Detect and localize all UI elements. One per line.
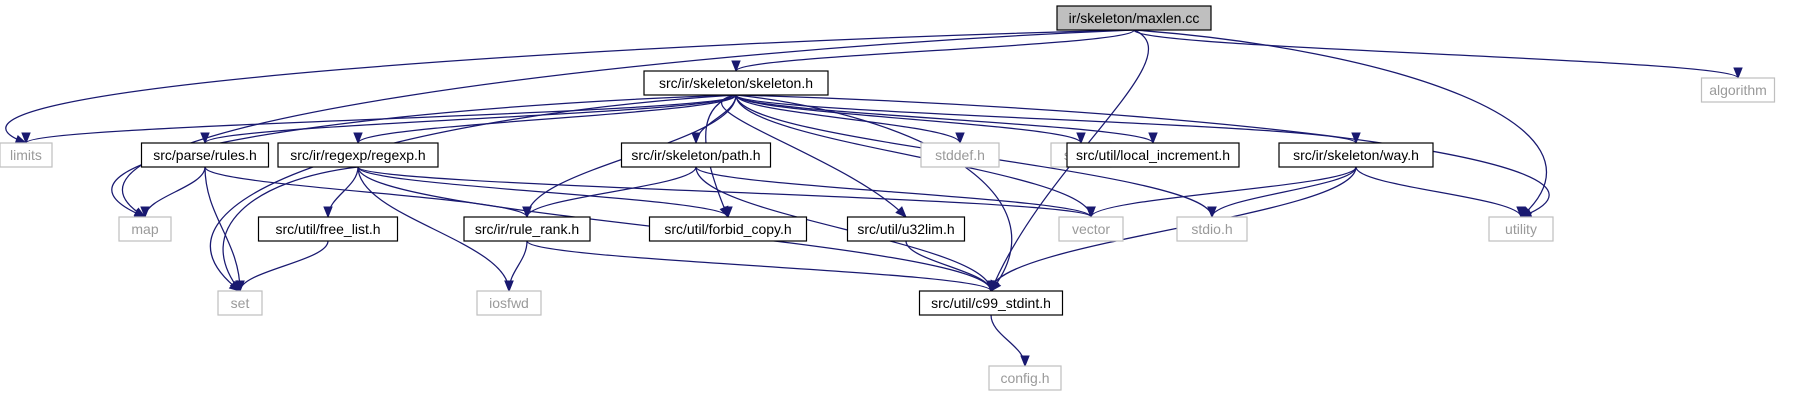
- node-forbid-copy-h[interactable]: src/util/forbid_copy.h: [648, 216, 808, 242]
- edge-u32lim-h-to-c99-stdint-h: [905, 240, 996, 293]
- edge-skeleton-h-to-regexp-h: [353, 94, 737, 145]
- node-rule-rank-h-label: src/ir/rule_rank.h: [475, 221, 579, 237]
- node-c99-stdint-h[interactable]: src/util/c99_stdint.h: [918, 290, 1064, 316]
- node-u32lim-h-label: src/util/u32lim.h: [857, 221, 954, 237]
- node-utility: utility: [1488, 216, 1554, 242]
- node-stddef-h-label: stddef.h: [935, 147, 985, 163]
- edge-regexp-h-to-forbid-copy-h: [357, 166, 733, 219]
- edge-rules-h-to-map: [140, 166, 206, 219]
- node-forbid-copy-h-label: src/util/forbid_copy.h: [664, 221, 791, 237]
- edge-skeleton-h-to-u32lim-h: [720, 94, 907, 218]
- edge-skeleton-h-to-vector: [735, 94, 1096, 219]
- node-vector: vector: [1058, 216, 1124, 242]
- node-iosfwd-label: iosfwd: [489, 295, 529, 311]
- edge-way-h-to-stdio-h: [1207, 166, 1357, 219]
- node-map-label: map: [131, 221, 158, 237]
- node-stddef-h: stddef.h: [920, 142, 1000, 168]
- edge-maxlen-cc-to-limits: [5, 29, 1135, 144]
- node-rules-h[interactable]: src/parse/rules.h: [140, 142, 270, 168]
- node-algorithm: algorithm: [1700, 77, 1776, 103]
- edge-way-h-to-utility: [1355, 166, 1526, 219]
- edge-rules-h-to-rule-rank-h: [204, 166, 532, 219]
- node-maxlen-cc-label: ir/skeleton/maxlen.cc: [1069, 10, 1200, 26]
- node-regexp-h[interactable]: src/ir/regexp/regexp.h: [277, 142, 439, 168]
- node-regexp-h-label: src/ir/regexp/regexp.h: [290, 147, 425, 163]
- edge-c99-stdint-h-to-config-h: [990, 314, 1030, 368]
- edge-way-h-to-vector: [1086, 166, 1357, 219]
- node-local-increment-h-label: src/util/local_increment.h: [1076, 147, 1230, 163]
- node-limits-label: limits: [10, 147, 42, 163]
- node-config-h: config.h: [988, 365, 1062, 391]
- edge-maxlen-cc-to-skeleton-h: [731, 29, 1135, 73]
- node-way-h-label: src/ir/skeleton/way.h: [1293, 147, 1419, 163]
- node-local-increment-h[interactable]: src/util/local_increment.h: [1066, 142, 1240, 168]
- node-map: map: [118, 216, 172, 242]
- node-c99-stdint-h-label: src/util/c99_stdint.h: [931, 295, 1051, 311]
- edge-rules-h-to-set: [204, 166, 245, 293]
- node-limits: limits: [0, 142, 53, 168]
- node-iosfwd: iosfwd: [476, 290, 542, 316]
- node-path-h-label: src/ir/skeleton/path.h: [631, 147, 760, 163]
- edge-skeleton-h-to-stddef-h: [735, 94, 965, 145]
- node-utility-label: utility: [1505, 221, 1537, 237]
- edge-path-h-to-vector: [695, 166, 1096, 219]
- edge-skeleton-h-to-string: [735, 94, 1086, 145]
- node-rule-rank-h[interactable]: src/ir/rule_rank.h: [463, 216, 591, 242]
- node-skeleton-h-label: src/ir/skeleton/skeleton.h: [659, 75, 813, 91]
- node-stdio-h-label: stdio.h: [1191, 221, 1232, 237]
- node-free-list-h[interactable]: src/util/free_list.h: [257, 216, 399, 242]
- edge-rule-rank-h-to-iosfwd: [504, 240, 528, 293]
- edge-skeleton-h-to-way-h: [735, 94, 1361, 145]
- edge-rule-rank-h-to-c99-stdint-h: [526, 240, 996, 293]
- node-free-list-h-label: src/util/free_list.h: [275, 221, 380, 237]
- edge-maxlen-cc-to-algorithm: [1133, 29, 1743, 80]
- node-algorithm-label: algorithm: [1709, 82, 1767, 98]
- node-rules-h-label: src/parse/rules.h: [153, 147, 256, 163]
- node-skeleton-h[interactable]: src/ir/skeleton/skeleton.h: [643, 70, 829, 96]
- node-stdio-h: stdio.h: [1176, 216, 1248, 242]
- edge-maxlen-cc-to-utility: [1133, 29, 1547, 218]
- edge-free-list-h-to-set: [235, 240, 329, 293]
- node-maxlen-cc[interactable]: ir/skeleton/maxlen.cc: [1056, 5, 1212, 31]
- edge-way-h-to-c99-stdint-h: [986, 166, 1357, 293]
- node-set-label: set: [231, 295, 250, 311]
- node-path-h[interactable]: src/ir/skeleton/path.h: [620, 142, 772, 168]
- node-set: set: [217, 290, 263, 316]
- edge-skeleton-h-to-rules-h: [200, 94, 737, 145]
- node-u32lim-h[interactable]: src/util/u32lim.h: [846, 216, 966, 242]
- node-vector-label: vector: [1072, 221, 1110, 237]
- node-config-h-label: config.h: [1000, 370, 1049, 386]
- node-way-h[interactable]: src/ir/skeleton/way.h: [1278, 142, 1434, 168]
- edge-path-h-to-rule-rank-h: [522, 166, 697, 219]
- edge-skeleton-h-to-local-increment-h: [735, 94, 1158, 145]
- edge-regexp-h-to-free-list-h: [323, 166, 359, 219]
